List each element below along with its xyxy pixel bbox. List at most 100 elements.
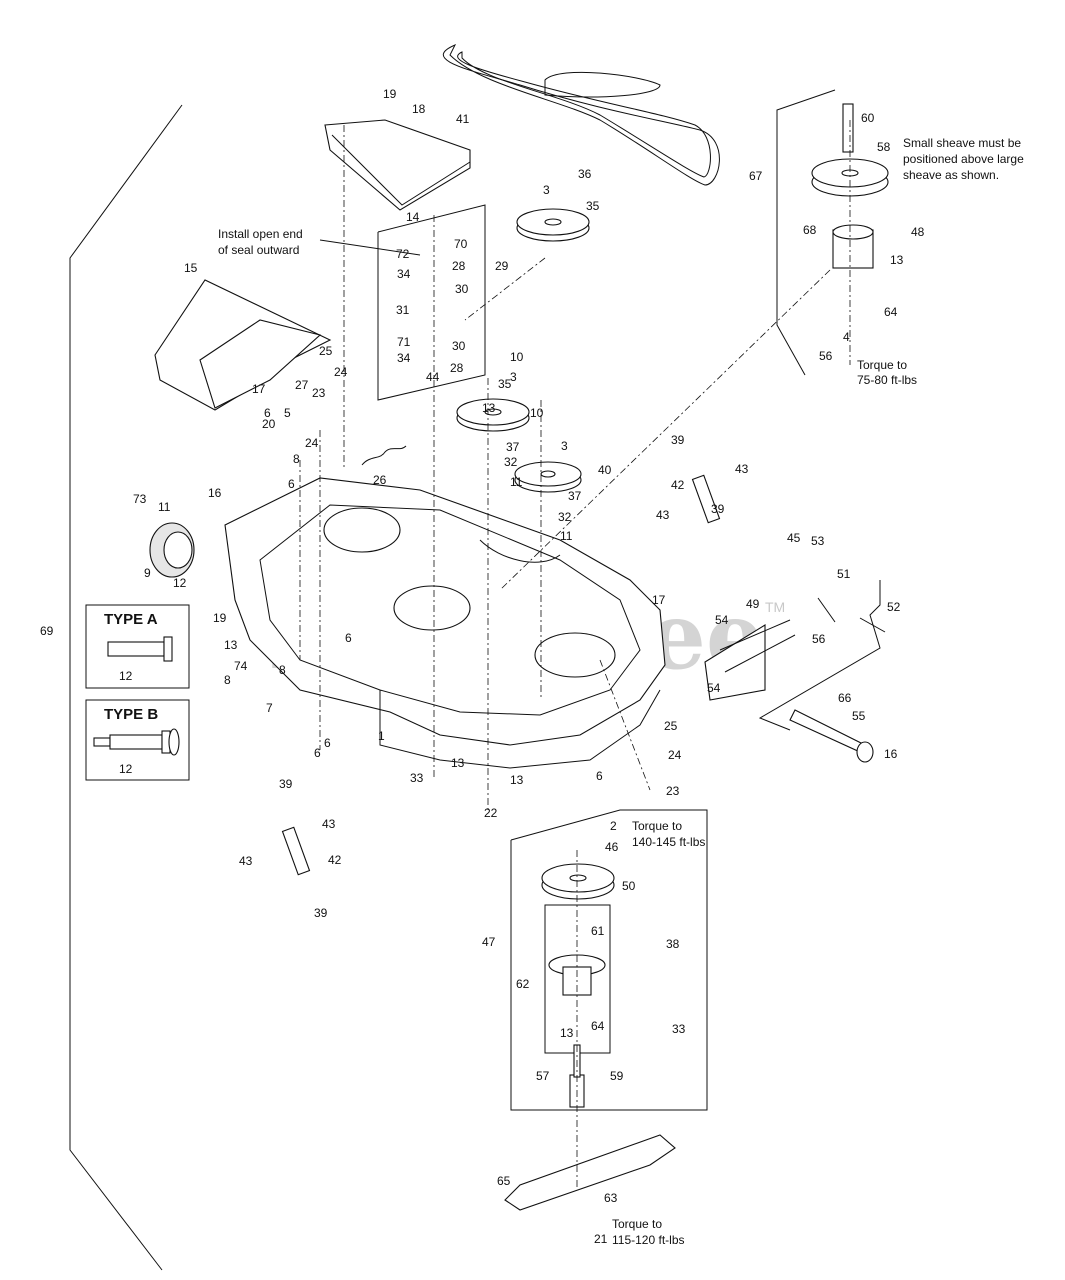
callout-18: 18 [412,102,426,116]
callout-24: 24 [305,436,319,450]
callout-17: 17 [252,382,266,396]
svg-text:Torque to: Torque to [857,358,907,372]
svg-text:TYPE A: TYPE A [104,611,158,628]
assembly-69-outline [69,104,183,1271]
callout-16: 16 [208,486,222,500]
callout-43: 43 [735,462,749,476]
callout-39: 39 [711,502,725,516]
callout-7: 7 [266,701,273,715]
callout-45: 45 [787,531,801,545]
svg-text:140-145 ft-lbs: 140-145 ft-lbs [632,835,705,849]
callout-56: 56 [812,632,826,646]
bracket-42-right [691,474,721,524]
callout-55: 55 [852,709,866,723]
callout-63: 63 [604,1191,618,1205]
callout-56: 56 [819,349,833,363]
callout-14: 14 [406,210,420,224]
callout-42: 42 [671,478,685,492]
callout-32: 32 [504,455,518,469]
callout-38: 38 [666,937,680,951]
bolt-52 [859,617,886,633]
svg-text:12: 12 [119,762,133,776]
spindle-assembly-box [510,809,708,1111]
callout-33: 33 [410,771,424,785]
callout-9: 9 [144,566,151,580]
svg-text:Install open end: Install open end [218,227,303,241]
callout-3: 3 [561,439,568,453]
callout-50: 50 [622,879,636,893]
callout-19: 19 [213,611,227,625]
callout-66: 66 [838,691,852,705]
callout-21: 21 [594,1232,608,1246]
callout-36: 36 [578,167,592,181]
pulley-50 [541,863,615,900]
callout-57: 57 [536,1069,550,1083]
callout-25: 25 [319,344,333,358]
callout-23: 23 [312,386,326,400]
callout-8: 8 [293,452,300,466]
svg-text:Torque to: Torque to [612,1217,662,1231]
callout-65: 65 [497,1174,511,1188]
note-torque-56: Torque to 75-80 ft-lbs [857,358,917,387]
callout-40: 40 [598,463,612,477]
callout-58: 58 [877,140,891,154]
callout-28: 28 [452,259,466,273]
type-a-box: TYPE A 12 [85,604,190,689]
callout-67: 67 [749,169,763,183]
callout-11: 11 [560,529,573,543]
note-torque-2: Torque to 140-145 ft-lbs [632,819,705,849]
bolt-51 [817,597,836,623]
note-seal: Install open end of seal outward [218,227,421,257]
pulley-35-lower [456,398,530,432]
callout-25: 25 [664,719,678,733]
callout-47: 47 [482,935,496,949]
callout-35: 35 [586,199,600,213]
callout-6: 6 [288,477,295,491]
callout-26: 26 [373,473,387,487]
callout-74: 74 [234,659,248,673]
callout-3: 3 [510,370,517,384]
callout-39: 39 [314,906,328,920]
callout-24: 24 [334,365,348,379]
callout-13: 13 [224,638,238,652]
callout-28: 28 [450,361,464,375]
watermark-trademark: TM [765,599,785,615]
type-b-box: TYPE B 12 [85,699,190,781]
callout-43: 43 [239,854,253,868]
belt [442,44,720,186]
callout-42: 42 [328,853,342,867]
callout-numbers: 1233345666666788891010111111121313131313… [40,87,925,1246]
callout-43: 43 [322,817,336,831]
mower-deck [224,477,666,769]
svg-text:of seal outward: of seal outward [218,243,299,257]
callout-71: 71 [397,335,411,349]
callout-15: 15 [184,261,198,275]
callout-10: 10 [530,406,544,420]
callout-6: 6 [314,746,321,760]
callout-64: 64 [884,305,898,319]
callout-22: 22 [484,806,498,820]
callout-10: 10 [510,350,524,364]
callout-29: 29 [495,259,509,273]
callout-30: 30 [452,339,466,353]
callout-54: 54 [715,613,729,627]
callout-34: 34 [397,267,411,281]
callout-52: 52 [887,600,901,614]
shaft-60 [842,103,854,153]
bracket-42-left [281,826,311,876]
callout-6: 6 [324,736,331,750]
note-torque-21: Torque to 115-120 ft-lbs [612,1217,685,1247]
callout-53: 53 [811,534,825,548]
svg-text:75-80 ft-lbs: 75-80 ft-lbs [857,373,917,387]
callout-6: 6 [345,631,352,645]
spring [361,445,407,466]
gauge-wheel [149,522,195,578]
callout-44: 44 [426,370,440,384]
callout-20: 20 [262,417,276,431]
callout-13: 13 [560,1026,574,1040]
svg-text:Torque to: Torque to [632,819,682,833]
belt-cover [324,119,471,211]
svg-text:sheave as shown.: sheave as shown. [903,168,999,182]
svg-text:115-120 ft-lbs: 115-120 ft-lbs [612,1233,685,1247]
callout-39: 39 [671,433,685,447]
